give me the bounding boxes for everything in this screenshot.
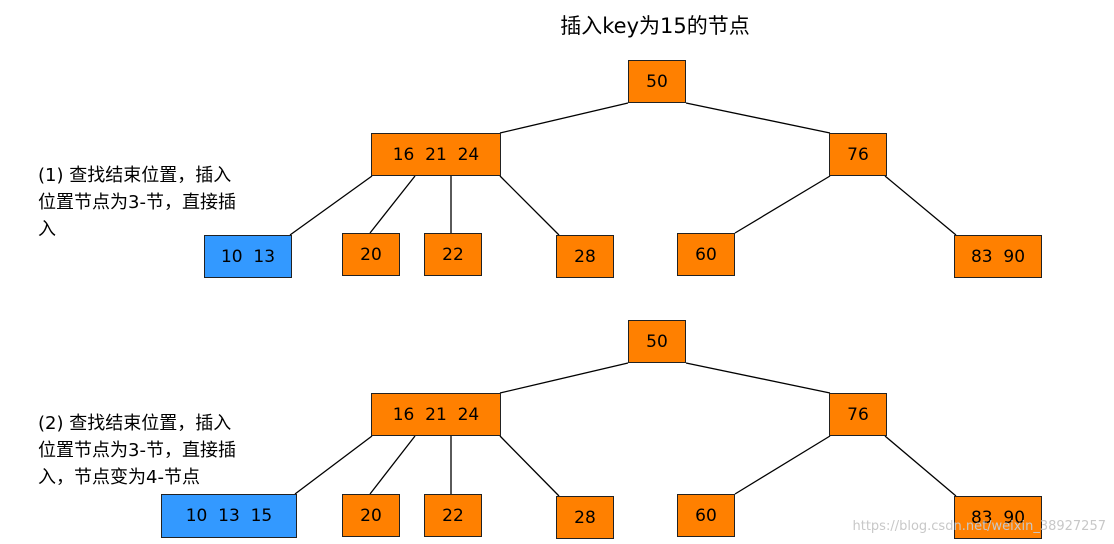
tree2-right-node: 76 <box>829 393 887 436</box>
tree1-leaf-node: 83 90 <box>954 235 1042 278</box>
tree2-left-node: 16 21 24 <box>371 393 501 436</box>
tree2-leaf-node: 60 <box>677 494 735 537</box>
edge <box>499 102 629 134</box>
edge <box>289 175 373 236</box>
tree1-leaf-node: 60 <box>677 233 735 276</box>
edge <box>685 102 831 134</box>
tree2-leaf-node: 28 <box>556 496 614 539</box>
tree1-insert-target-node: 10 13 <box>204 235 292 278</box>
edge <box>499 175 560 236</box>
edge <box>734 175 831 234</box>
step1-note: (1) 查找结束位置，插入 位置节点为3-节，直接插 入 <box>38 165 236 240</box>
edge <box>369 435 416 495</box>
diagram-title: 插入key为15的节点 <box>560 14 750 38</box>
edge <box>499 435 560 497</box>
tree1-root-node: 50 <box>628 60 686 103</box>
edge <box>294 435 373 495</box>
edge <box>369 175 416 234</box>
tree2-leaf-node: 22 <box>424 494 482 537</box>
tree1-left-node: 16 21 24 <box>371 133 501 176</box>
tree1-right-node: 76 <box>829 133 887 176</box>
watermark: https://blog.csdn.net/weixin_38927257 <box>852 519 1106 534</box>
tree2-leaf-node: 83 90 <box>954 496 1042 539</box>
step2-note: (2) 查找结束位置，插入 位置节点为3-节，直接插 入，节点变为4-节点 <box>38 413 236 488</box>
tree1-leaf-node: 20 <box>342 233 400 276</box>
edge <box>884 435 957 497</box>
edge <box>499 362 629 394</box>
tree2-insert-target-node: 10 13 15 <box>161 494 297 538</box>
tree1-leaf-node: 22 <box>424 233 482 276</box>
edge <box>884 175 957 236</box>
tree1-leaf-node: 28 <box>556 235 614 278</box>
tree2-leaf-node: 20 <box>342 494 400 537</box>
edge <box>734 435 831 495</box>
tree2-root-node: 50 <box>628 320 686 363</box>
edge <box>685 362 831 394</box>
